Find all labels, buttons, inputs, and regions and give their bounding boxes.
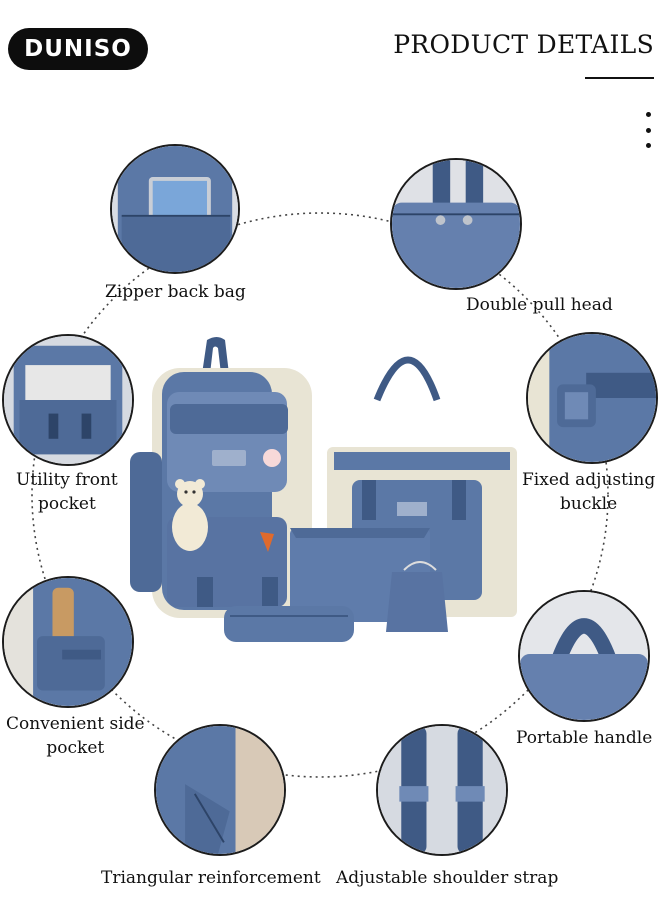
title-underline xyxy=(585,77,654,79)
detail-image-portable-handle xyxy=(518,590,650,722)
feature-label-zipper-back-bag: Zipper back bag xyxy=(105,282,246,302)
feature-label-utility-front-pocket: Utility front pocket xyxy=(16,468,118,516)
feature-label-double-pull-head: Double pull head xyxy=(466,295,613,315)
feature-label-adjustable-shoulder-strap: Adjustable shoulder strap xyxy=(336,868,559,888)
product-set-image xyxy=(130,337,517,642)
feature-label-fixed-adjusting-buckle: Fixed adjusting buckle xyxy=(522,468,655,516)
feature-label-line: pocket xyxy=(37,494,96,514)
detail-image-utility-front-pocket xyxy=(2,334,134,466)
detail-image-double-pull-head xyxy=(390,158,522,290)
feature-label-line: pocket xyxy=(46,738,105,758)
feature-label-line: Fixed adjusting xyxy=(522,470,656,490)
detail-image-adjustable-shoulder-strap xyxy=(376,724,508,856)
detail-image-zipper-back-bag xyxy=(110,144,240,274)
feature-label-portable-handle: Portable handle xyxy=(516,728,653,748)
feature-label-convenient-side-pocket: Convenient side pocket xyxy=(6,712,145,760)
more-vert-icon[interactable] xyxy=(644,112,652,148)
detail-image-fixed-adjusting-buckle xyxy=(526,332,658,464)
feature-label-line: buckle xyxy=(560,494,618,514)
detail-image-triangular-reinforcement xyxy=(154,724,286,856)
page-title: PRODUCT DETAILS xyxy=(393,30,654,59)
brand-logo: DUNISO xyxy=(8,28,148,70)
feature-label-line: Utility front xyxy=(16,470,118,490)
detail-image-convenient-side-pocket xyxy=(2,576,134,708)
feature-label-triangular-reinforcement: Triangular reinforcement xyxy=(101,868,321,888)
feature-label-line: Convenient side xyxy=(6,714,145,734)
